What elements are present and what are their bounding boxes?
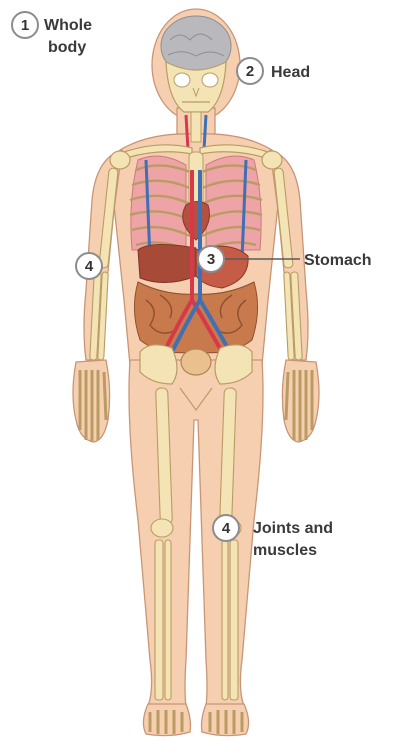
- marker-head: 2 Head: [237, 58, 310, 84]
- marker-label-body: body: [48, 39, 86, 56]
- marker-label-head: Head: [271, 64, 310, 81]
- marker-label-muscles: muscles: [253, 542, 317, 559]
- bladder: [181, 349, 211, 375]
- legs-outline: [129, 360, 263, 706]
- marker-whole-body: 1 Whole body: [12, 12, 92, 56]
- marker-number-2: 2: [246, 63, 254, 80]
- marker-label-stomach: Stomach: [304, 252, 372, 269]
- marker-arm: 4: [76, 253, 102, 279]
- right-lung: [206, 156, 261, 250]
- marker-label-whole: Whole: [44, 17, 92, 34]
- marker-number-1: 1: [21, 17, 29, 34]
- marker-label-joints: Joints and: [253, 520, 333, 537]
- marker-number-4b: 4: [222, 520, 231, 537]
- left-lung: [131, 156, 186, 250]
- liver: [138, 244, 196, 282]
- marker-number-3: 3: [207, 251, 215, 268]
- marker-number-4a: 4: [85, 258, 94, 275]
